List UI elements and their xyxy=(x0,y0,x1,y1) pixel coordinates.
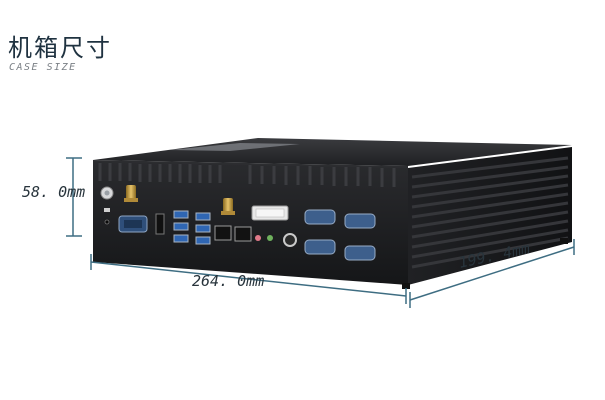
lan-port-icon xyxy=(214,225,232,241)
width-dimension-label: 264. 0mm xyxy=(192,272,265,290)
power-jack-icon xyxy=(283,233,297,247)
usb-ports-icon xyxy=(173,210,211,245)
depth-dimension-line xyxy=(409,239,575,308)
height-dimension-label: 58. 0mm xyxy=(22,183,86,201)
antenna-connector-icon xyxy=(126,185,136,201)
width-dimension-line xyxy=(90,254,407,304)
page-subtitle: CASE SIZE xyxy=(9,62,77,73)
height-dimension-line xyxy=(66,157,82,237)
io-ports xyxy=(100,185,568,289)
hdmi-port-icon xyxy=(155,213,165,235)
serial-com-ports-icon xyxy=(304,209,376,261)
page-title: 机箱尺寸 xyxy=(8,34,112,62)
case-side-fins xyxy=(408,147,572,285)
